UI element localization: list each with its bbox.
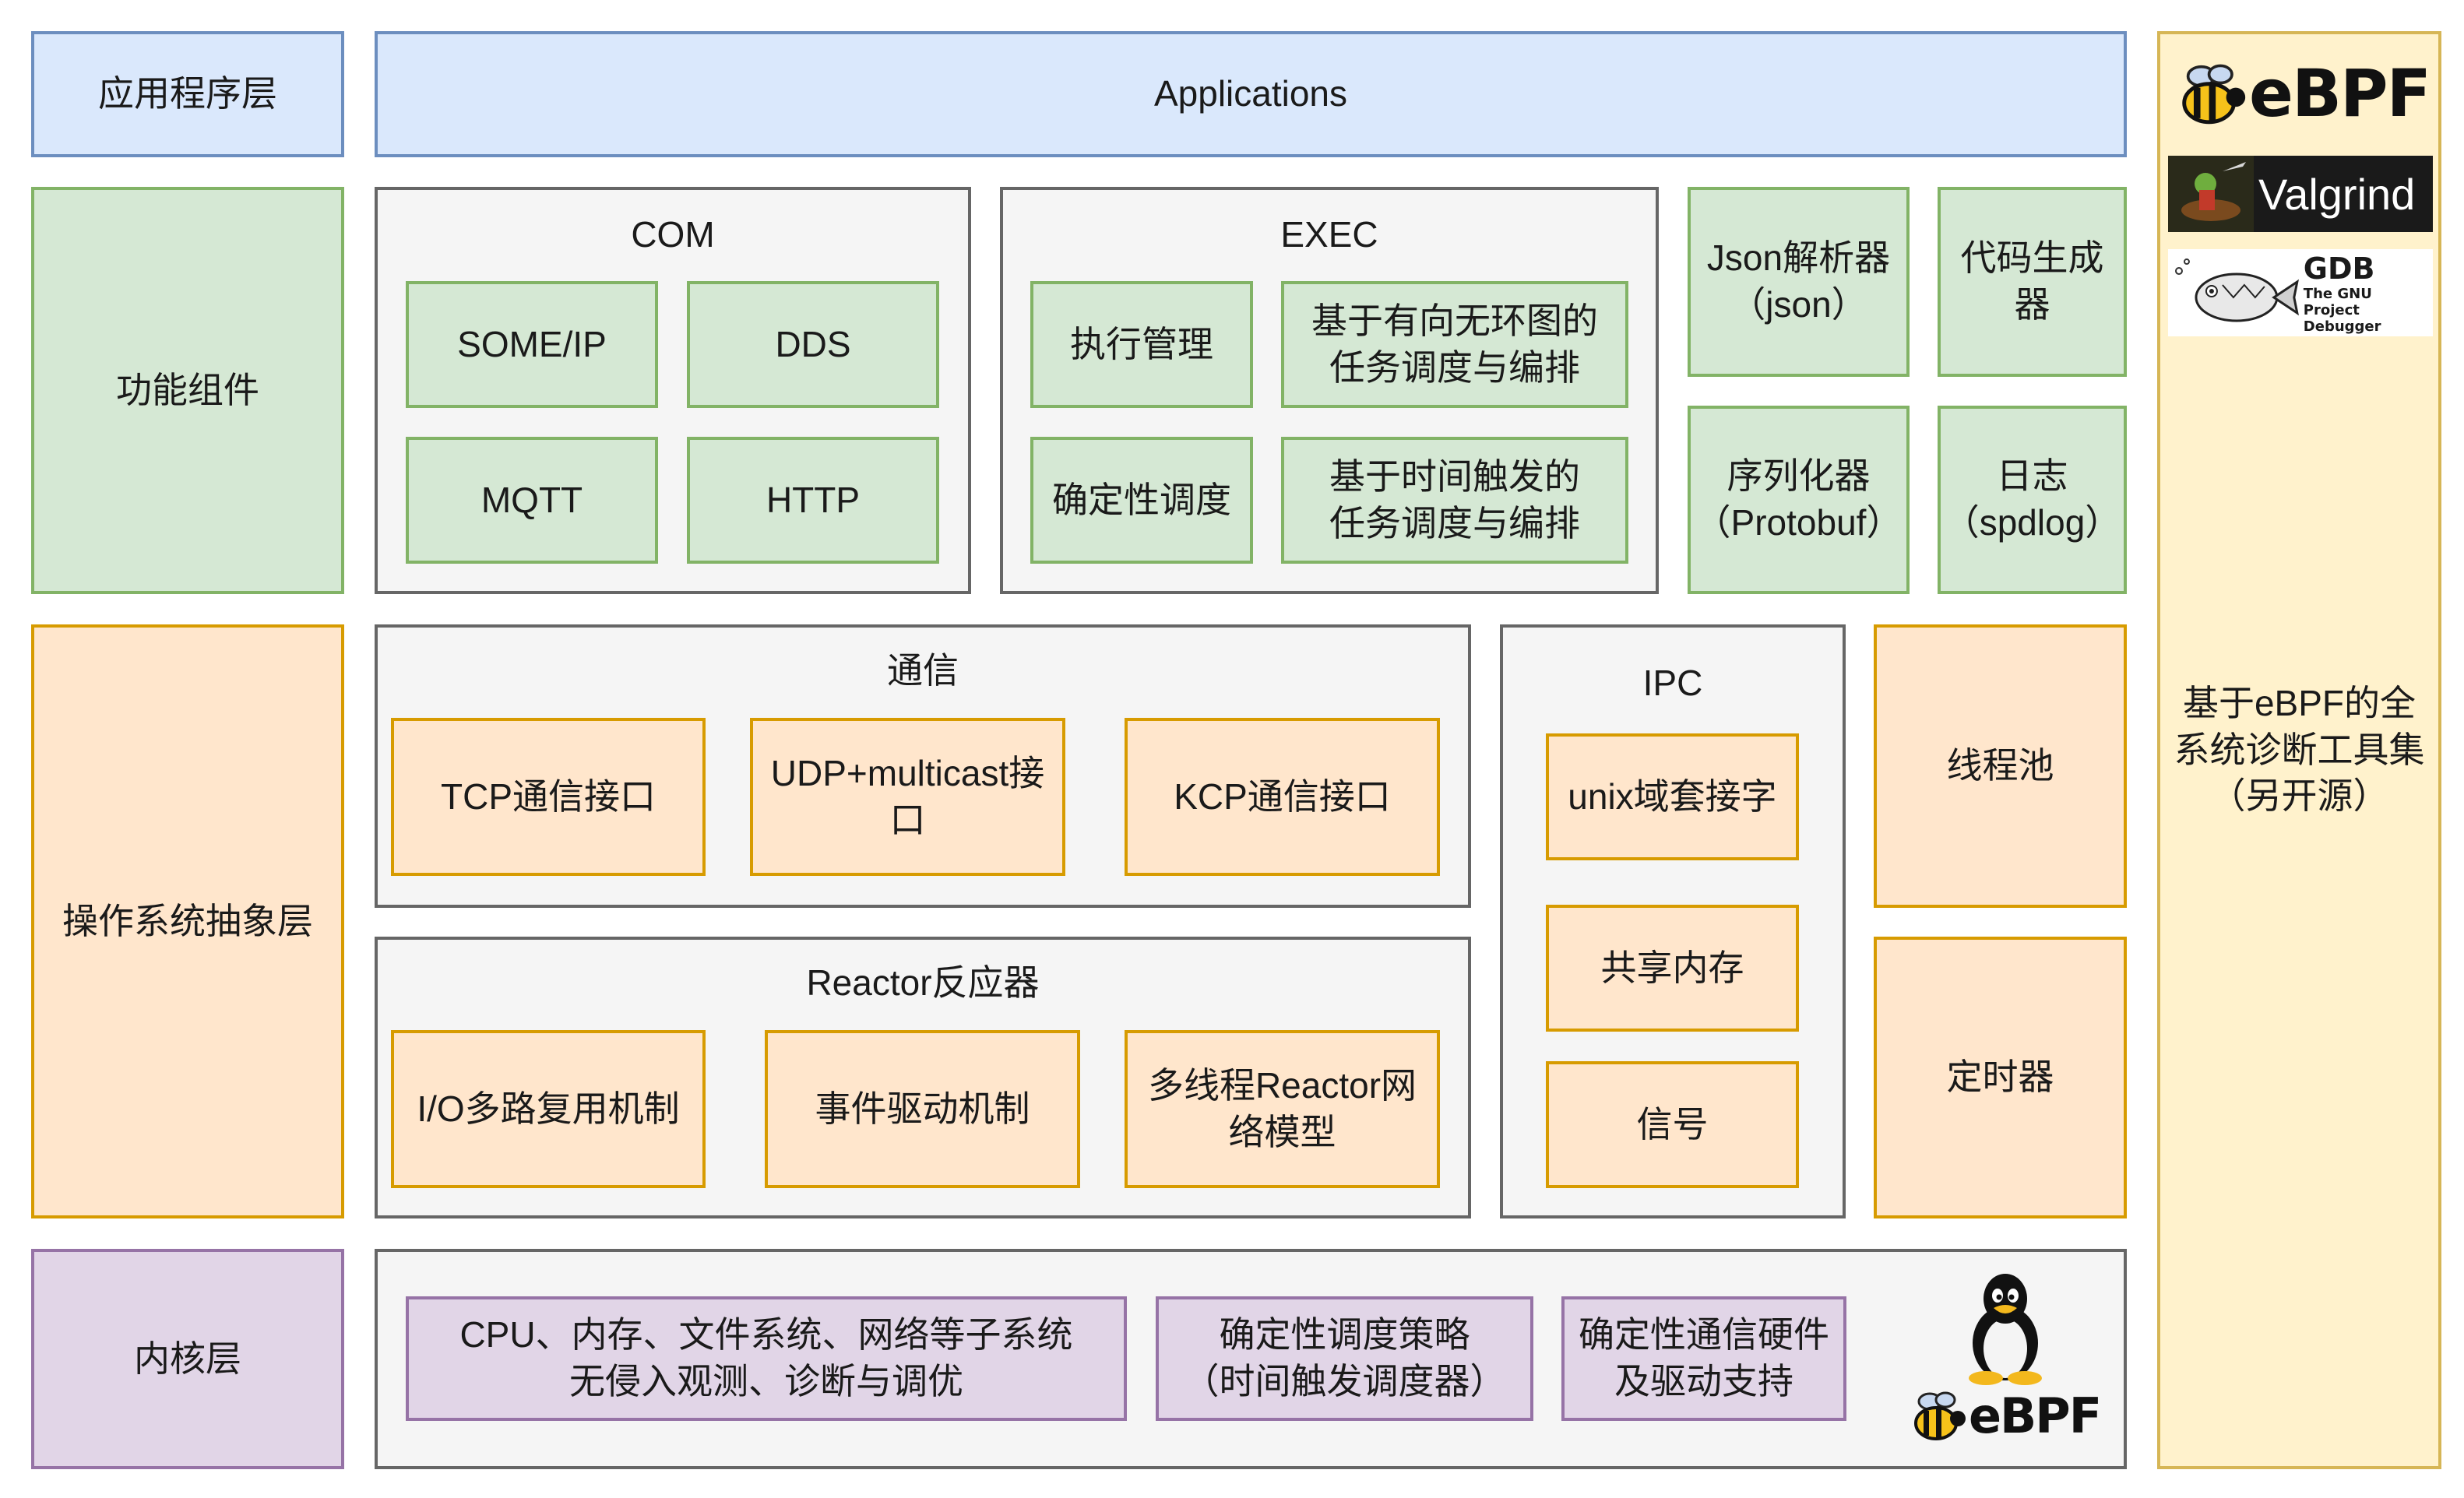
comm-item-tcp: TCP通信接口 <box>391 718 706 876</box>
ipc-title: IPC <box>1642 663 1703 703</box>
ebpf-logo-top: eBPF <box>2173 47 2431 140</box>
exec-item-management: 执行管理 <box>1030 281 1253 408</box>
layer-label-func: 功能组件 <box>31 187 344 594</box>
com-item-mqtt: MQTT <box>406 437 658 564</box>
json-parser-box: Json解析器 （json） <box>1688 187 1910 377</box>
gdb-title: GDB <box>2303 251 2375 286</box>
log-box: 日志 （spdlog） <box>1938 406 2127 594</box>
reactor-item-io-multiplexing: I/O多路复用机制 <box>391 1030 706 1188</box>
ebpf-panel-text: 基于eBPF的全 系统诊断工具集 （另开源） <box>2174 682 2425 817</box>
layer-label-kernel: 内核层 <box>31 1249 344 1469</box>
gdb-logo: GDB The GNU Project Debugger <box>2168 249 2433 336</box>
ebpf-logo-kernel: eBPF <box>1906 1377 2102 1454</box>
ipc-item-signal: 信号 <box>1546 1061 1799 1188</box>
timer-box: 定时器 <box>1874 937 2127 1218</box>
gdb-fish-icon <box>2174 258 2299 322</box>
ebpf-bee-icon <box>2182 64 2246 125</box>
kernel-item-deterministic-policy: 确定性调度策略 （时间触发调度器） <box>1156 1296 1533 1421</box>
ebpf-diagnostics-panel: 基于eBPF的全 系统诊断工具集 （另开源） <box>2157 31 2441 1469</box>
exec-item-deterministic-scheduling: 确定性调度 <box>1030 437 1253 564</box>
serializer-box: 序列化器 （Protobuf） <box>1688 406 1910 594</box>
ipc-item-unix-socket: unix域套接字 <box>1546 733 1799 860</box>
com-item-someip: SOME/IP <box>406 281 658 408</box>
comm-item-kcp: KCP通信接口 <box>1125 718 1440 876</box>
exec-title: EXEC <box>1280 214 1378 255</box>
kernel-item-observability: CPU、内存、文件系统、网络等子系统 无侵入观测、诊断与调优 <box>406 1296 1127 1421</box>
applications-box: Applications <box>375 31 2127 157</box>
valgrind-logo: Valgrind <box>2168 156 2433 232</box>
com-item-dds: DDS <box>687 281 939 408</box>
layer-label-app: 应用程序层 <box>31 31 344 157</box>
com-item-http: HTTP <box>687 437 939 564</box>
ebpf-logo-top-text: eBPF <box>2249 55 2431 132</box>
gdb-subtitle-2: Debugger <box>2303 318 2381 335</box>
exec-item-time-triggered: 基于时间触发的 任务调度与编排 <box>1281 437 1628 564</box>
reactor-title: Reactor反应器 <box>806 962 1040 1003</box>
layer-label-os: 操作系统抽象层 <box>31 624 344 1218</box>
gdb-logo-text: GDB The GNU Project Debugger <box>2304 251 2433 335</box>
ebpf-bee-icon <box>1914 1391 1966 1440</box>
tux-penguin-icon <box>1969 1274 2042 1385</box>
reactor-item-multithread: 多线程Reactor网 络模型 <box>1125 1030 1440 1188</box>
exec-item-dag-scheduling: 基于有向无环图的 任务调度与编排 <box>1281 281 1628 408</box>
com-title: COM <box>631 214 715 255</box>
ebpf-logo-kernel-text: eBPF <box>1969 1387 2102 1444</box>
codegen-box: 代码生成 器 <box>1938 187 2127 377</box>
comm-item-udp: UDP+multicast接 口 <box>750 718 1065 876</box>
reactor-item-event-driven: 事件驱动机制 <box>765 1030 1080 1188</box>
kernel-item-hardware: 确定性通信硬件 及驱动支持 <box>1561 1296 1846 1421</box>
valgrind-knight-icon <box>2168 156 2254 232</box>
valgrind-logo-text: Valgrind <box>2258 169 2416 219</box>
comm-title: 通信 <box>887 650 959 691</box>
threadpool-box: 线程池 <box>1874 624 2127 908</box>
gdb-subtitle-1: The GNU Project <box>2303 285 2372 318</box>
ipc-item-shared-memory: 共享内存 <box>1546 905 1799 1032</box>
